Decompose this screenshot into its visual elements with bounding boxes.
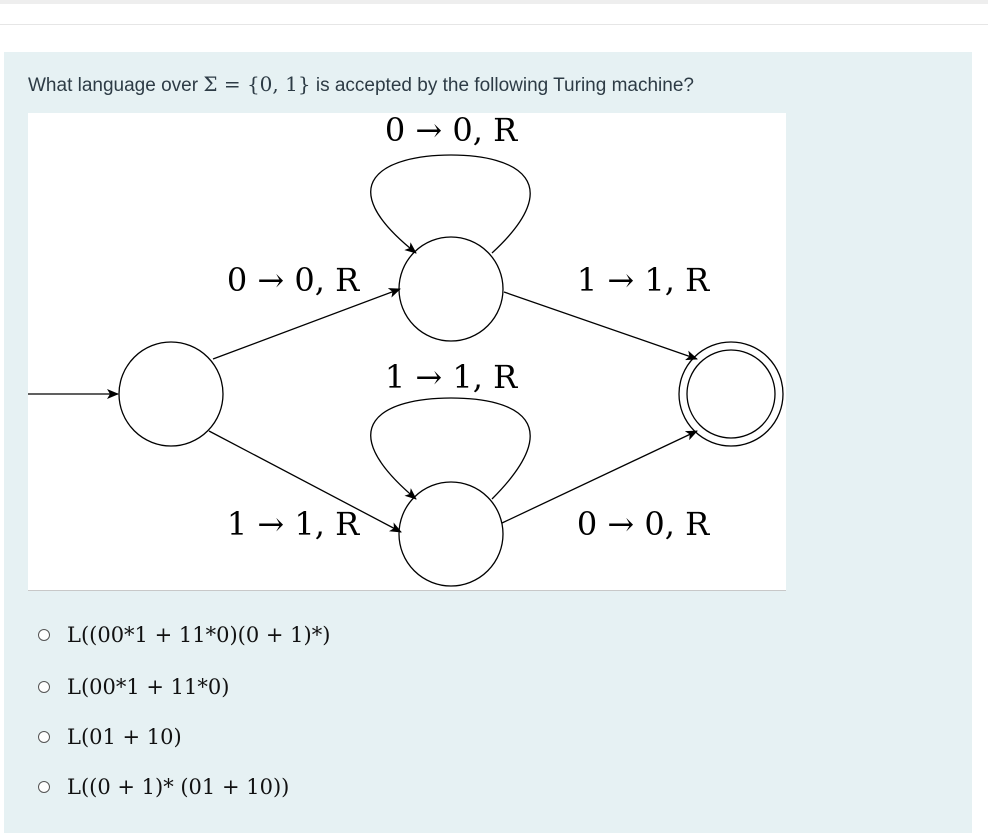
radio-button[interactable] <box>38 681 50 693</box>
label-top-accept: 1 → 1, R <box>577 261 710 299</box>
state-accept-inner <box>686 349 776 439</box>
edge-start-top <box>212 288 401 360</box>
label-start-bottom: 1 → 1, R <box>227 505 360 543</box>
option-1[interactable]: L((00*1 + 11*0)(0 + 1)*) <box>38 620 438 650</box>
edge-top-accept <box>503 291 698 361</box>
option-label: L((00*1 + 11*0)(0 + 1)*) <box>67 623 331 647</box>
label-bottom-accept: 0 → 0, R <box>577 505 710 543</box>
top-bar <box>0 0 988 4</box>
state-accept-outer <box>678 341 784 447</box>
divider <box>0 24 988 25</box>
radio-button[interactable] <box>38 781 50 793</box>
option-label: L((0 + 1)* (01 + 10)) <box>67 775 290 799</box>
label-loop-top: 0 → 0, R <box>385 113 518 149</box>
edge-start-bottom <box>208 430 402 533</box>
turing-machine-diagram: 0 → 0, R 0 → 0, R 1 → 1, R 1 → 1, R 1 → … <box>28 113 786 591</box>
option-label: L(01 + 10) <box>67 725 182 749</box>
option-3[interactable]: L(01 + 10) <box>38 722 438 752</box>
radio-button[interactable] <box>38 731 50 743</box>
option-2[interactable]: L(00*1 + 11*0) <box>38 672 438 702</box>
question-text-after: is accepted by the following Turing mach… <box>310 75 694 96</box>
option-label: L(00*1 + 11*0) <box>67 675 230 699</box>
question-panel: What language over Σ = {0, 1} is accepte… <box>4 52 972 833</box>
edge-bottom-accept <box>501 430 698 524</box>
diagram-svg: 0 → 0, R 0 → 0, R 1 → 1, R 1 → 1, R 1 → … <box>28 113 784 587</box>
state-bottom <box>398 481 504 587</box>
loop-top <box>370 154 531 254</box>
question-text: What language over Σ = {0, 1} is accepte… <box>28 72 694 97</box>
loop-bottom <box>370 397 531 500</box>
question-math: Σ = {0, 1} <box>203 72 311 96</box>
label-loop-bottom: 1 → 1, R <box>385 358 518 396</box>
radio-button[interactable] <box>38 629 50 641</box>
state-start <box>118 341 224 447</box>
label-start-top: 0 → 0, R <box>227 261 360 299</box>
question-text-before: What language over <box>28 75 204 96</box>
option-4[interactable]: L((0 + 1)* (01 + 10)) <box>38 772 438 802</box>
